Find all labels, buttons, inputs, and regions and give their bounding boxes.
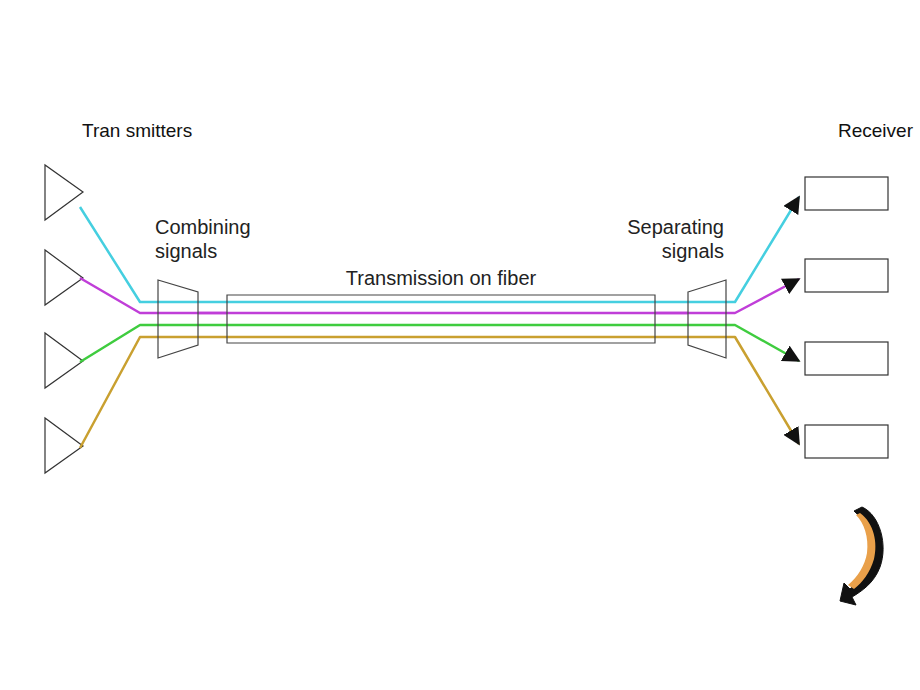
fiber-outline bbox=[227, 295, 655, 343]
signal-paths bbox=[80, 197, 799, 448]
multiplexer-outline bbox=[688, 280, 726, 358]
combiner-block: Combining signals bbox=[150, 212, 272, 362]
multiplexer-outline bbox=[158, 280, 198, 358]
outline bbox=[227, 295, 655, 343]
signal-connector bbox=[198, 312, 227, 315]
block-label: Separating signals bbox=[606, 215, 724, 263]
transmitter-symbol bbox=[45, 250, 83, 305]
block-label: Transmission on fiber bbox=[225, 266, 657, 290]
outline bbox=[158, 280, 198, 358]
transmitter-symbol bbox=[45, 418, 83, 473]
transmitter-symbol bbox=[45, 333, 83, 388]
receiver-box bbox=[805, 342, 888, 375]
signal-connector bbox=[655, 312, 688, 315]
signal-path bbox=[80, 337, 799, 448]
transmitter-symbols bbox=[45, 165, 83, 473]
outline bbox=[688, 280, 726, 358]
transmitter-symbol bbox=[45, 165, 83, 220]
receiver-symbols bbox=[805, 177, 888, 458]
group-label: Tran smitters bbox=[82, 120, 192, 142]
curl-arrow-icon bbox=[840, 507, 883, 605]
receiver-box bbox=[805, 425, 888, 458]
fiber-block: Transmission on fiber bbox=[225, 264, 657, 346]
block-label: Combining signals bbox=[155, 215, 273, 263]
receiver-box bbox=[805, 177, 888, 210]
separator-block: Separating signals bbox=[606, 212, 728, 362]
group-label: Receiver bbox=[838, 120, 913, 142]
receiver-box bbox=[805, 259, 888, 292]
signal-path bbox=[80, 197, 799, 302]
